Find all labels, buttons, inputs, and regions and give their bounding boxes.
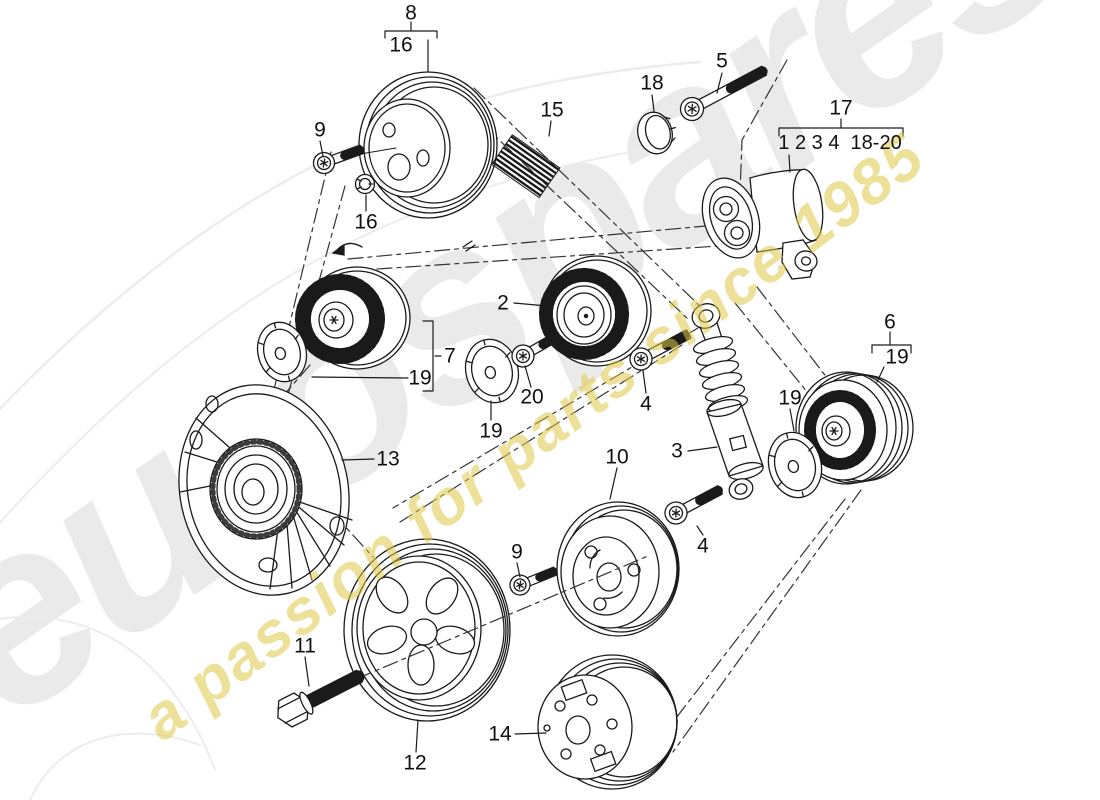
part-label-20: 20: [520, 385, 544, 409]
part-label-4-lower: 4: [697, 534, 709, 558]
assembly-axis-line: [329, 555, 649, 691]
bolt-20-drawing: [511, 331, 561, 368]
bolt-4-upper-drawing: [629, 329, 692, 371]
part-6-drawing: [795, 371, 914, 485]
part-label-12: 12: [403, 751, 427, 775]
bolt-4-lower-drawing: [664, 485, 724, 525]
part-8-drawing: [358, 71, 498, 219]
part-12-drawing: [343, 538, 511, 722]
part-label-9-top: 9: [314, 118, 326, 142]
part-label-13: 13: [376, 447, 400, 471]
part-19-disc-idler: [256, 321, 308, 383]
part-19-disc-damper: [767, 431, 823, 499]
part-15-drawing: [490, 134, 561, 199]
part-label-2: 2: [497, 291, 509, 315]
callout-leader-lines: [304, 21, 912, 753]
part-label-8: 8: [405, 1, 417, 25]
part-label-9-lower: 9: [511, 540, 523, 564]
part-label-17-sub: 1 2 3 4 18-20: [778, 132, 902, 154]
part-19-disc-mid: [464, 338, 520, 404]
part-label-14: 14: [488, 722, 512, 746]
part-label-4-upper: 4: [640, 392, 652, 416]
part-17-drawing: [701, 168, 824, 280]
bolt-9-top-drawing: [312, 144, 365, 175]
part-label-19-idler: 19: [408, 366, 432, 390]
part-label-19-pulley6: 19: [885, 345, 909, 369]
part-label-6: 6: [884, 310, 896, 334]
part-3-drawing: [691, 303, 764, 500]
part-label-15: 15: [540, 98, 564, 122]
part-label-19-mid: 19: [479, 419, 503, 443]
part-label-10: 10: [605, 445, 629, 469]
bolt-5-drawing: [679, 65, 768, 122]
part-label-5: 5: [716, 49, 728, 73]
part-2-drawing: [539, 255, 652, 367]
bolt-9-lower-drawing: [509, 566, 558, 596]
part-13-drawing: [178, 384, 353, 596]
part-label-11: 11: [294, 634, 316, 658]
part-label-16-top: 16: [389, 33, 413, 57]
part-7-drawing: [295, 266, 411, 370]
part-label-3: 3: [671, 439, 683, 463]
part-label-17: 17: [829, 96, 853, 120]
part-14-drawing: [537, 654, 678, 790]
part-16-nut-drawing: [354, 173, 376, 195]
part-label-19-damper: 19: [778, 386, 802, 410]
part-18-drawing: [637, 111, 676, 155]
part-label-7: 7: [444, 344, 456, 368]
belt-direction-arrow: [331, 240, 476, 256]
bolt-11-drawing: [277, 669, 365, 728]
part-label-18: 18: [640, 71, 664, 95]
part-label-16-nut: 16: [354, 210, 378, 234]
